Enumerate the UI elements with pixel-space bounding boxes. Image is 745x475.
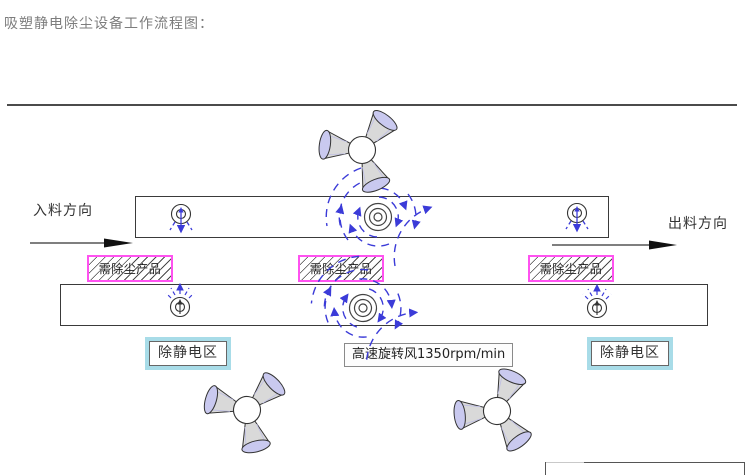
static-zone-label-right: 除静电区: [591, 341, 669, 366]
separator-line: [7, 104, 737, 106]
fan-propeller-icon-bottom-left: [197, 361, 291, 460]
feed-direction-label: 入料方向: [33, 203, 93, 219]
dust-product-box-left: 需除尘产品: [87, 255, 173, 282]
partial-box: [545, 462, 745, 475]
feed-arrow-icon: [30, 238, 133, 248]
dust-product-label: 需除尘产品: [309, 261, 373, 276]
top-conveyor-bar: [135, 196, 609, 238]
page-title: 吸塑静电除尘设备工作流程图：: [4, 16, 214, 32]
partial-box-highlight: [546, 462, 584, 463]
dust-product-box-middle: 需除尘产品: [298, 255, 384, 282]
static-zone-label-left: 除静电区: [149, 341, 227, 366]
discharge-direction-label: 出料方向: [668, 216, 728, 232]
fan-propeller-icon-top: [317, 107, 399, 195]
fan-propeller-icon-bottom-right: [443, 360, 544, 465]
dust-product-box-right: 需除尘产品: [528, 255, 614, 282]
dust-product-label: 需除尘产品: [539, 261, 603, 276]
discharge-arrow-icon: [552, 240, 677, 250]
wind-speed-label: 高速旋转风1350rpm/min: [344, 343, 514, 367]
dust-product-label: 需除尘产品: [98, 261, 162, 276]
bottom-conveyor-bar: [60, 284, 708, 326]
